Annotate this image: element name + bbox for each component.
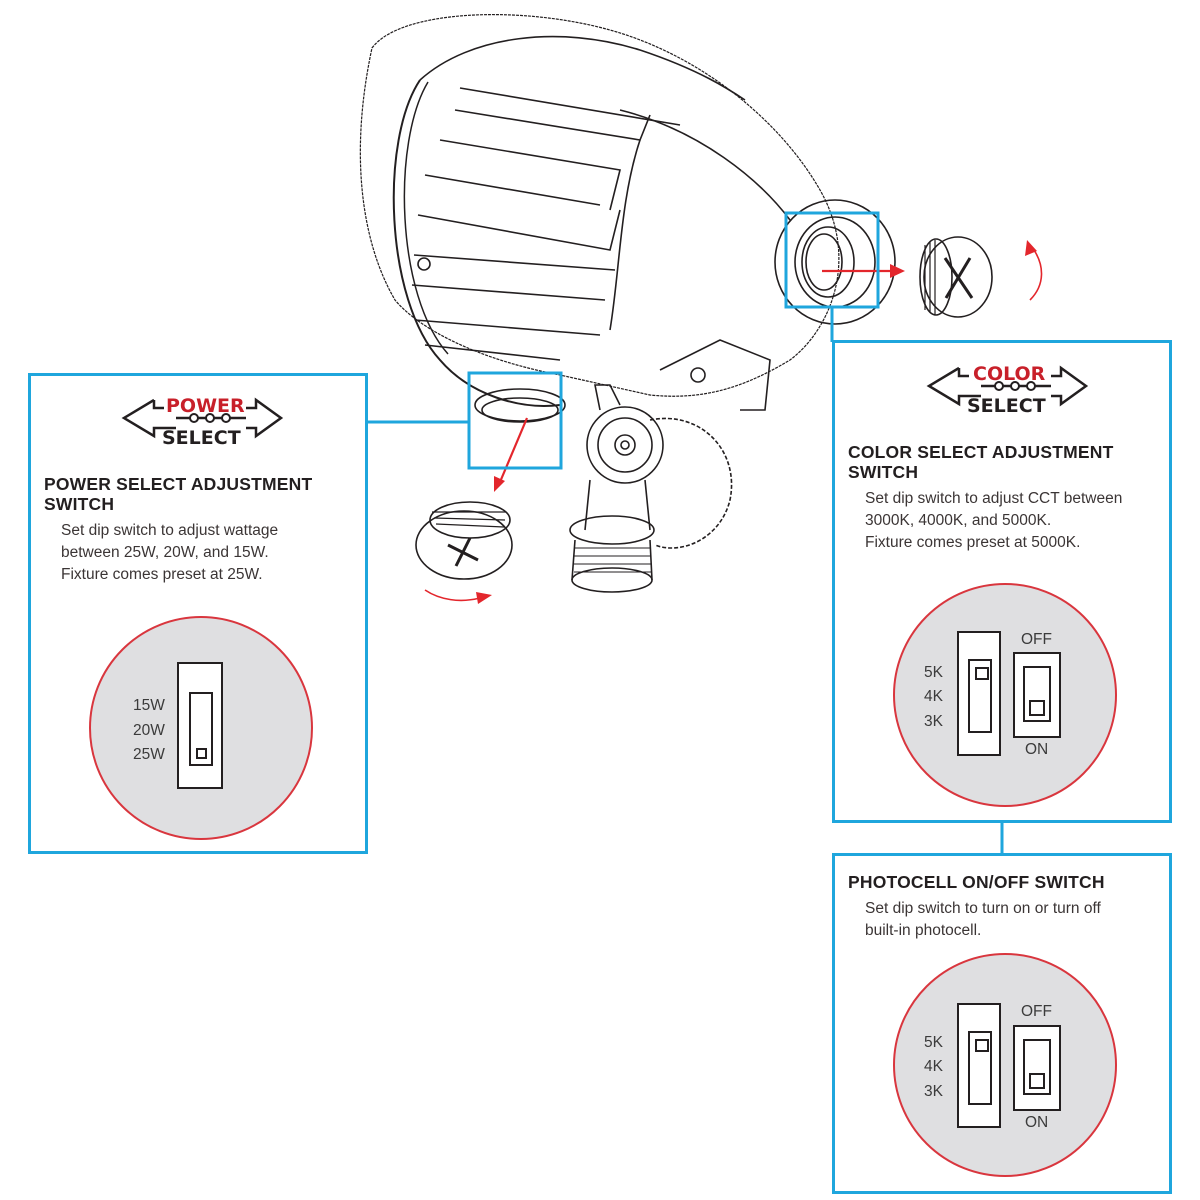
bottom-plug-arrow xyxy=(498,417,529,483)
photocell-panel: PHOTOCELL ON/OFF SWITCH Set dip switch t… xyxy=(832,853,1172,1194)
cct-switch-slot xyxy=(968,1031,992,1105)
color-panel-description: Set dip switch to adjust CCT between 300… xyxy=(865,490,1123,551)
cct-switch-slot xyxy=(968,659,992,733)
power-select-logo: POWER SELECT xyxy=(121,395,284,449)
label-20w: 20W xyxy=(133,722,165,739)
photocell-switch-dial: 5K 4K 3K OFF ON xyxy=(893,953,1117,1177)
photocell-switch-slot xyxy=(1023,666,1051,722)
power-select-panel: POWER SELECT POWER SELECT ADJUSTMENT SWI… xyxy=(28,373,368,854)
power-panel-description: Set dip switch to adjust wattage between… xyxy=(61,522,279,583)
callout-leaders xyxy=(366,211,1004,855)
power-panel-title: POWER SELECT ADJUSTMENT SWITCH xyxy=(44,474,313,514)
rotate-arrow-rear xyxy=(1029,246,1043,301)
logo-text-select: SELECT xyxy=(967,395,1046,417)
cct-switch-knob-5k[interactable] xyxy=(975,1039,989,1052)
photocell-switch-knob-on[interactable] xyxy=(1029,1073,1045,1089)
photocell-switch-slot xyxy=(1023,1039,1051,1095)
label-4k: 4K xyxy=(924,688,943,705)
color-panel-title: COLOR SELECT ADJUSTMENT SWITCH xyxy=(848,442,1114,482)
photocell-dip-switch[interactable] xyxy=(1013,652,1061,738)
photocell-panel-title: PHOTOCELL ON/OFF SWITCH xyxy=(848,872,1105,892)
label-on: ON xyxy=(1025,741,1049,758)
color-select-panel: COLOR SELECT COLOR SELECT ADJUSTMENT SWI… xyxy=(832,340,1172,823)
cct-dip-switch[interactable] xyxy=(957,1003,1001,1128)
color-select-logo: COLOR SELECT xyxy=(926,363,1089,417)
power-switch-dial: 15W 20W 25W xyxy=(89,616,313,840)
fixture-body xyxy=(359,13,993,593)
label-15w: 15W xyxy=(133,697,165,714)
photocell-panel-description: Set dip switch to turn on or turn off bu… xyxy=(865,900,1101,939)
color-switch-dial: 5K 4K 3K OFF ON xyxy=(893,583,1117,807)
logo-text-color: COLOR xyxy=(973,363,1046,385)
label-off: OFF xyxy=(1021,1003,1052,1020)
cct-switch-knob-5k[interactable] xyxy=(975,667,989,680)
power-dip-switch[interactable] xyxy=(177,662,223,789)
cct-dip-switch[interactable] xyxy=(957,631,1001,756)
label-on: ON xyxy=(1025,1114,1049,1131)
logo-text-power: POWER xyxy=(166,395,245,417)
arrowhead-icon xyxy=(476,592,492,604)
logo-text-select: SELECT xyxy=(162,427,241,449)
removal-arrows xyxy=(424,240,1043,604)
label-4k: 4K xyxy=(924,1058,943,1075)
rotate-arrow-bottom xyxy=(424,589,481,602)
power-switch-knob-25w[interactable] xyxy=(196,748,207,759)
label-3k: 3K xyxy=(924,1083,943,1100)
label-5k: 5K xyxy=(924,664,943,681)
label-25w: 25W xyxy=(133,746,165,763)
label-3k: 3K xyxy=(924,713,943,730)
photocell-dip-switch[interactable] xyxy=(1013,1025,1061,1111)
arrowhead-icon xyxy=(890,264,905,278)
power-switch-slot xyxy=(189,692,213,766)
arrowhead-icon xyxy=(494,476,505,492)
label-5k: 5K xyxy=(924,1034,943,1051)
label-off: OFF xyxy=(1021,631,1052,648)
photocell-switch-knob-on[interactable] xyxy=(1029,700,1045,716)
arrowhead-icon xyxy=(1025,240,1037,256)
